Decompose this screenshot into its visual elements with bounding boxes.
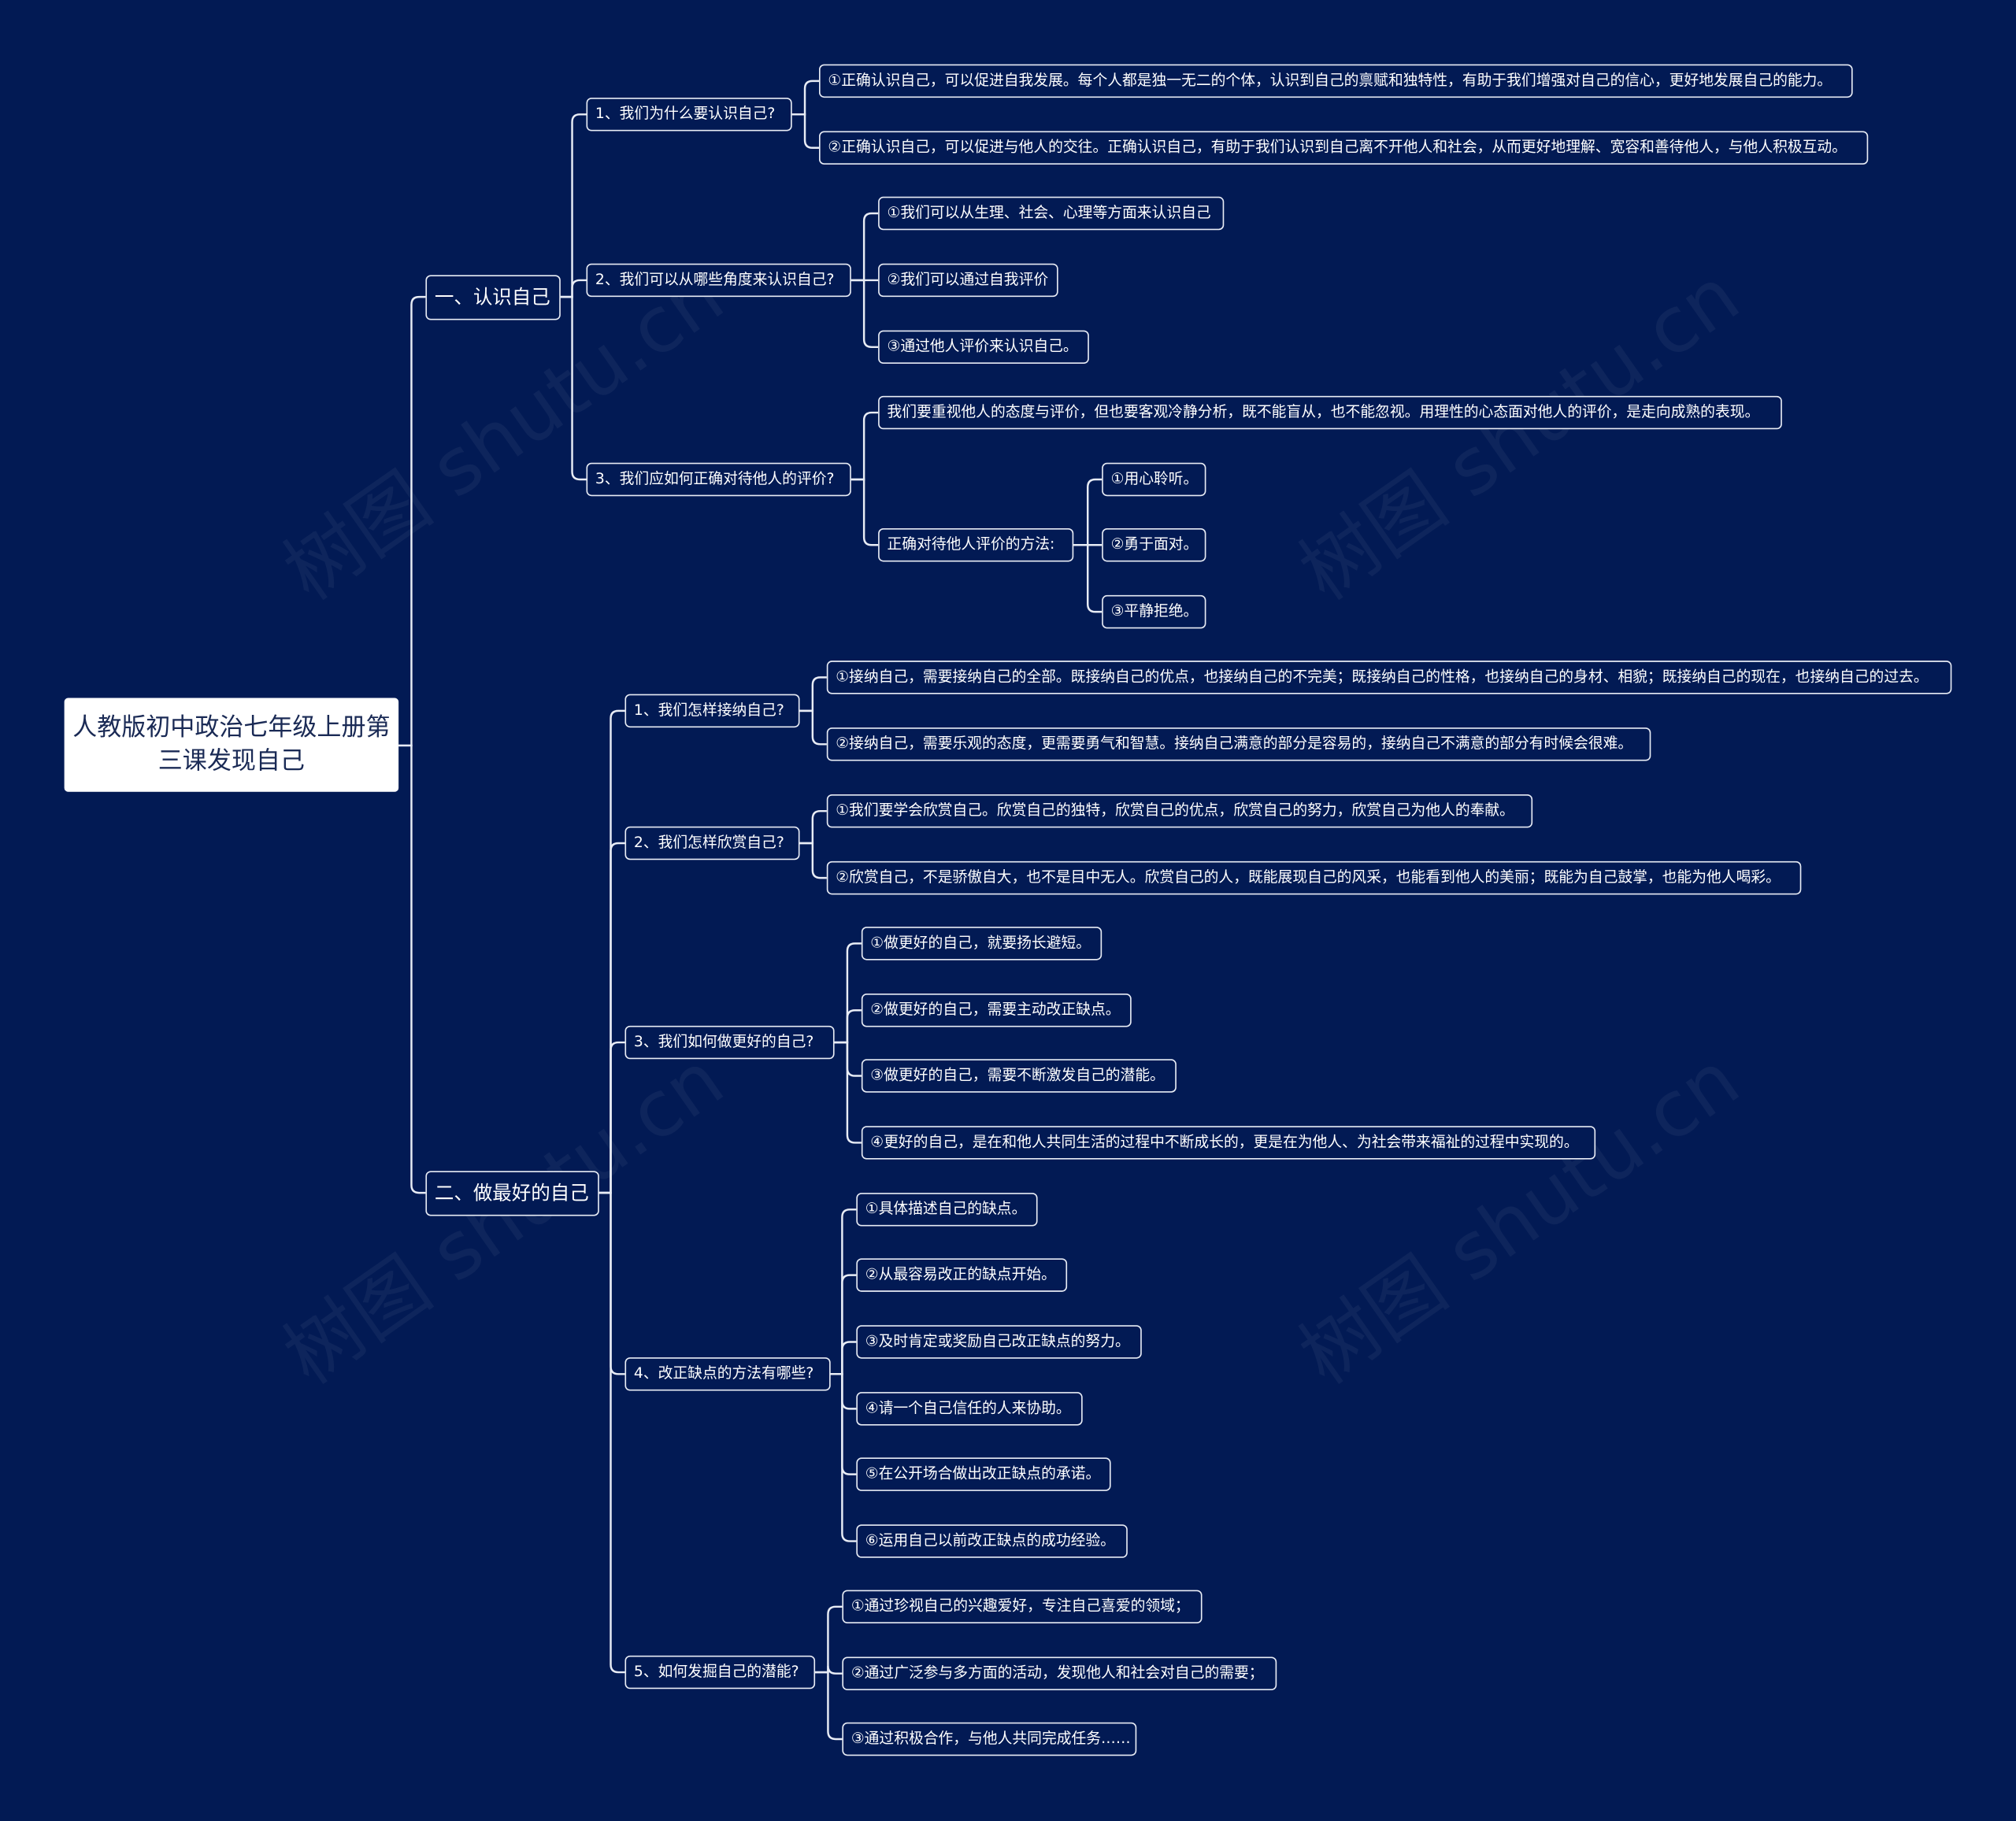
question-node[interactable]: 3、我们如何做更好的自己? [624, 1025, 835, 1060]
connector [834, 1009, 862, 1044]
question-node[interactable]: 2、我们怎样欣赏自己? [624, 826, 800, 861]
leaf-node[interactable]: ②欣赏自己，不是骄傲自大，也不是目中无人。欣赏自己的人，既能展现自己的风采，也能… [826, 861, 1802, 895]
question-node[interactable]: 5、如何发掘自己的潜能? [624, 1655, 816, 1690]
leaf-node[interactable]: ①用心聆听。 [1102, 462, 1206, 497]
leaf-node[interactable]: 我们要重视他人的态度与评价，但也要客观冷静分析，既不能盲从，也不能忽视。用理性的… [878, 395, 1782, 430]
leaf-node[interactable]: ①我们要学会欣赏自己。欣赏自己的独特，欣赏自己的优点，欣赏自己的努力，欣赏自己为… [826, 794, 1533, 828]
leaf-node[interactable]: ⑤在公开场合做出改正缺点的承诺。 [856, 1457, 1111, 1491]
connector [1073, 478, 1102, 546]
question-node[interactable]: 3、我们应如何正确对待他人的评价? [586, 462, 851, 497]
connector [799, 709, 827, 746]
section-node[interactable]: 二、做最好的自己 [425, 1170, 599, 1216]
leaf-node[interactable]: 正确对待他人评价的方法: [878, 528, 1074, 562]
leaf-node[interactable]: ①我们可以从生理、社会、心理等方面来认识自己 [878, 196, 1225, 231]
leaf-node[interactable]: ③平静拒绝。 [1102, 594, 1206, 629]
connector [850, 411, 879, 481]
leaf-node[interactable]: ③通过积极合作，与他人共同完成任务…… [842, 1722, 1137, 1756]
connector [850, 478, 879, 546]
connector [834, 1041, 862, 1144]
leaf-node[interactable]: ②勇于面对。 [1102, 528, 1206, 562]
question-node[interactable]: 4、改正缺点的方法有哪些? [624, 1357, 831, 1391]
leaf-node[interactable]: ①正确认识自己，可以促进自我发展。每个人都是独一无二的个体，认识到自己的禀赋和独… [818, 64, 1853, 98]
connector [791, 113, 819, 149]
connector [830, 1341, 857, 1375]
leaf-node[interactable]: ②我们可以通过自我评价 [878, 263, 1058, 298]
connector [799, 842, 827, 879]
connector [830, 1274, 857, 1375]
leaf-node[interactable]: ⑥运用自己以前改正缺点的成功经验。 [856, 1524, 1128, 1558]
leaf-node[interactable]: ③通过他人评价来认识自己。 [878, 330, 1089, 365]
connector [815, 1665, 843, 1675]
connector [850, 279, 879, 349]
connector [598, 842, 625, 1194]
connector [830, 1373, 857, 1542]
connector [598, 1191, 625, 1674]
leaf-node[interactable]: ②通过广泛参与多方面的活动，发现他人和社会对自己的需要； [842, 1656, 1277, 1690]
connector [560, 295, 587, 481]
connector [598, 1191, 625, 1375]
leaf-node[interactable]: ②从最容易改正的缺点开始。 [856, 1258, 1068, 1292]
section-node[interactable]: 一、认识自己 [425, 274, 561, 320]
question-node[interactable]: 1、我们为什么要认识自己? [586, 98, 792, 131]
connector [1073, 544, 1102, 613]
connector [830, 1373, 857, 1475]
connector [598, 709, 625, 1194]
leaf-node[interactable]: ③及时肯定或奖励自己改正缺点的努力。 [856, 1325, 1142, 1359]
connector [815, 1605, 843, 1674]
leaf-node[interactable]: ②接纳自己，需要乐观的态度，更需要勇气和智慧。接纳自己满意的部分是容易的，接纳自… [826, 727, 1651, 761]
connector [850, 212, 879, 282]
leaf-node[interactable]: ①接纳自己，需要接纳自己的全部。既接纳自己的优点，也接纳自己的不完美；既接纳自己… [826, 661, 1952, 694]
connector [398, 744, 426, 1194]
connector [398, 295, 426, 747]
connector [834, 942, 862, 1044]
connector [560, 279, 587, 298]
leaf-node[interactable]: ④请一个自己信任的人来协助。 [856, 1392, 1083, 1426]
connector [598, 1041, 625, 1194]
connector [560, 113, 587, 298]
connector [799, 676, 827, 712]
question-node[interactable]: 1、我们怎样接纳自己? [624, 694, 800, 728]
leaf-node[interactable]: ③做更好的自己，需要不断激发自己的潜能。 [861, 1059, 1177, 1093]
leaf-node[interactable]: ②做更好的自己，需要主动改正缺点。 [861, 994, 1132, 1027]
connector [830, 1208, 857, 1375]
leaf-node[interactable]: ①通过珍视自己的兴趣爱好，专注自己喜爱的领域； [842, 1590, 1203, 1624]
connector [815, 1671, 843, 1741]
leaf-node[interactable]: ①具体描述自己的缺点。 [856, 1193, 1038, 1227]
connector [830, 1373, 857, 1410]
leaf-node[interactable]: ②正确认识自己，可以促进与他人的交往。正确认识自己，有助于我们认识到自己离不开他… [818, 131, 1869, 165]
leaf-node[interactable]: ④更好的自己，是在和他人共同生活的过程中不断成长的，更是在为他人、为社会带来福祉… [861, 1126, 1596, 1160]
question-node[interactable]: 2、我们可以从哪些角度来认识自己? [586, 263, 851, 298]
leaf-node[interactable]: ①做更好的自己，就要扬长避短。 [861, 927, 1102, 960]
root-node[interactable]: 人教版初中政治七年级上册第三课发现自己 [64, 698, 399, 792]
connector [799, 809, 827, 845]
connector [791, 80, 819, 116]
